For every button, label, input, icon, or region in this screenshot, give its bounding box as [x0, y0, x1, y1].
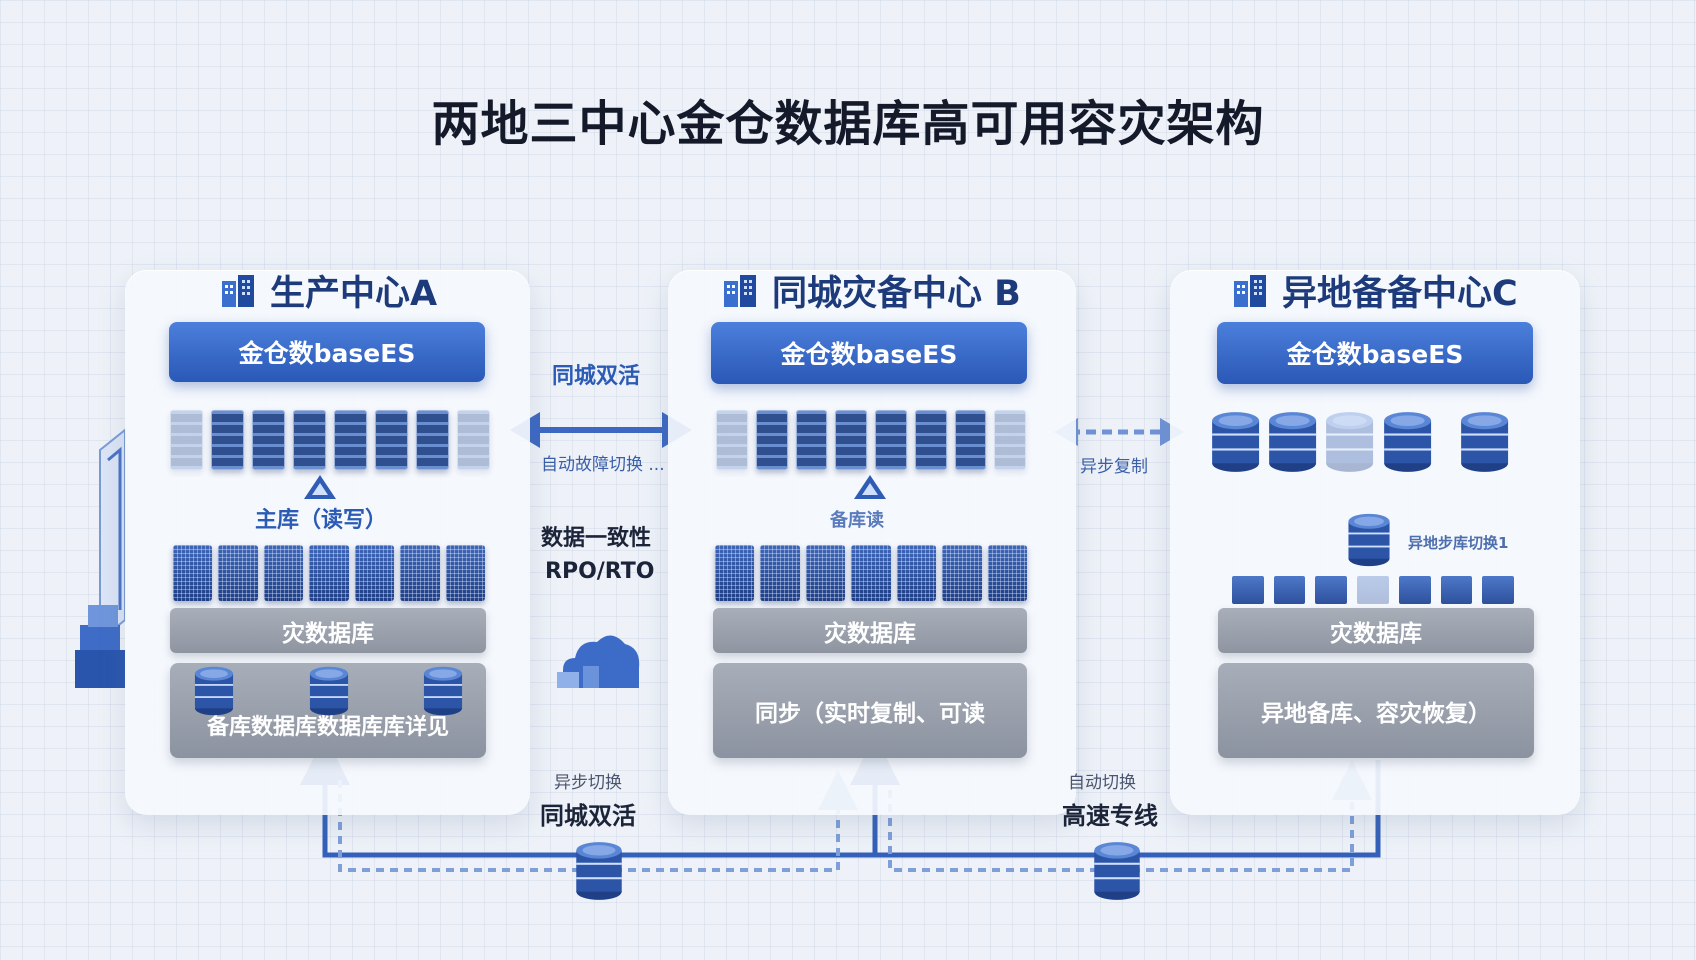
server-unit [457, 410, 490, 470]
server-unit [914, 410, 947, 470]
storage-unit [1232, 576, 1264, 604]
server-unit [805, 545, 846, 601]
center-c-box-text: 异地备库、容灾恢复） [1261, 700, 1491, 727]
center-a-name: 生产中心A [270, 274, 438, 314]
server-unit [170, 410, 203, 470]
database-stack-icon [1324, 408, 1375, 476]
center-c-name: 异地备备中心C [1282, 274, 1518, 314]
database-stack-icon [422, 665, 464, 717]
center-b-server-grid [715, 545, 1027, 601]
storage-unit [1482, 576, 1515, 604]
link-bc-sublabel: 异步复制 [1080, 457, 1148, 477]
server-unit [173, 545, 213, 601]
rpo-rto-label: RPO/RTO [545, 559, 655, 584]
center-a-box-text: 备库数据库数据库库详见 [206, 714, 449, 740]
center-a-product: 金仓数baseES [169, 322, 485, 382]
server-unit [987, 545, 1027, 601]
server-unit [309, 545, 349, 601]
database-stack-icon [1088, 840, 1146, 902]
consistency-label: 数据一致性 [541, 526, 652, 551]
database-stack-icon [1459, 408, 1510, 476]
bottom-left-small-label: 异步切换 [554, 773, 622, 793]
center-a-role: 主库（读写） [255, 508, 388, 533]
server-unit [375, 410, 408, 470]
server-unit [942, 545, 982, 601]
database-stack-icon [193, 665, 235, 717]
database-stack-icon [1210, 408, 1261, 476]
center-c-db-bar: 灾数据库 [1218, 608, 1534, 653]
up-arrow-icon [304, 475, 336, 499]
database-stack-icon [570, 840, 628, 902]
center-a-server-rack [170, 410, 490, 470]
server-unit [716, 410, 748, 470]
center-c-storage-row [1232, 576, 1515, 604]
building-icon [220, 273, 256, 309]
server-unit [851, 545, 891, 601]
server-unit [293, 410, 326, 470]
center-a-server-grid [173, 545, 485, 601]
center-b-product: 金仓数baseES [711, 322, 1027, 384]
center-b-role: 备库读 [830, 510, 884, 531]
server-unit [760, 545, 800, 601]
center-b-box: 同步（实时复制、可读 [713, 663, 1027, 758]
center-b-db-bar: 灾数据库 [713, 608, 1027, 653]
storage-unit [1315, 576, 1348, 604]
center-b-server-rack [716, 410, 1026, 470]
building-icon [722, 273, 758, 309]
link-ab-sublabel: 自动故障切换 ... [541, 455, 665, 475]
page-title: 两地三中心金仓数据库高可用容灾架构 [431, 96, 1265, 152]
building-icon [1232, 273, 1268, 309]
server-unit [263, 545, 304, 601]
center-c-title: 异地备备中心C [1232, 265, 1518, 316]
server-unit [445, 545, 485, 601]
center-c-role: 异地步库切换1 [1408, 534, 1509, 552]
bottom-right-small-label: 自动切换 [1068, 773, 1136, 793]
center-c-db-cluster [1210, 408, 1510, 478]
database-stack-icon [1382, 408, 1433, 476]
server-unit [835, 410, 867, 470]
server-unit [354, 545, 395, 601]
server-unit [795, 410, 828, 470]
server-unit [416, 410, 449, 470]
server-unit [218, 545, 258, 601]
storage-unit [1398, 576, 1431, 604]
server-unit [334, 410, 367, 470]
cloud-icon [557, 635, 640, 688]
bottom-right-big-label: 高速专线 [1062, 802, 1158, 830]
storage-unit [1440, 576, 1473, 604]
center-a-db-bar: 灾数据库 [170, 608, 486, 653]
server-unit [755, 410, 788, 470]
server-unit [211, 410, 244, 470]
server-unit [400, 545, 440, 601]
server-unit [954, 410, 987, 470]
database-stack-icon [308, 665, 350, 717]
bottom-left-big-label: 同城双活 [540, 802, 636, 830]
database-stack-icon [1267, 408, 1318, 476]
server-unit [252, 410, 285, 470]
center-b-name: 同城灾备中心 B [772, 274, 1021, 314]
up-arrow-icon [854, 475, 886, 499]
link-ab-label: 同城双活 [552, 364, 641, 389]
server-unit [875, 410, 907, 470]
center-c-product: 金仓数baseES [1217, 322, 1533, 384]
server-unit [896, 545, 937, 601]
database-stack-icon [1345, 512, 1393, 568]
center-b-box-text: 同步（实时复制、可读 [755, 700, 985, 727]
server-unit [994, 410, 1026, 470]
center-c-box: 异地备库、容灾恢复） [1218, 663, 1534, 758]
center-a-title: 生产中心A [220, 265, 437, 316]
server-unit [715, 545, 755, 601]
center-b-title: 同城灾备中心 B [722, 265, 1021, 316]
storage-unit [1357, 576, 1389, 604]
storage-unit [1273, 576, 1306, 604]
